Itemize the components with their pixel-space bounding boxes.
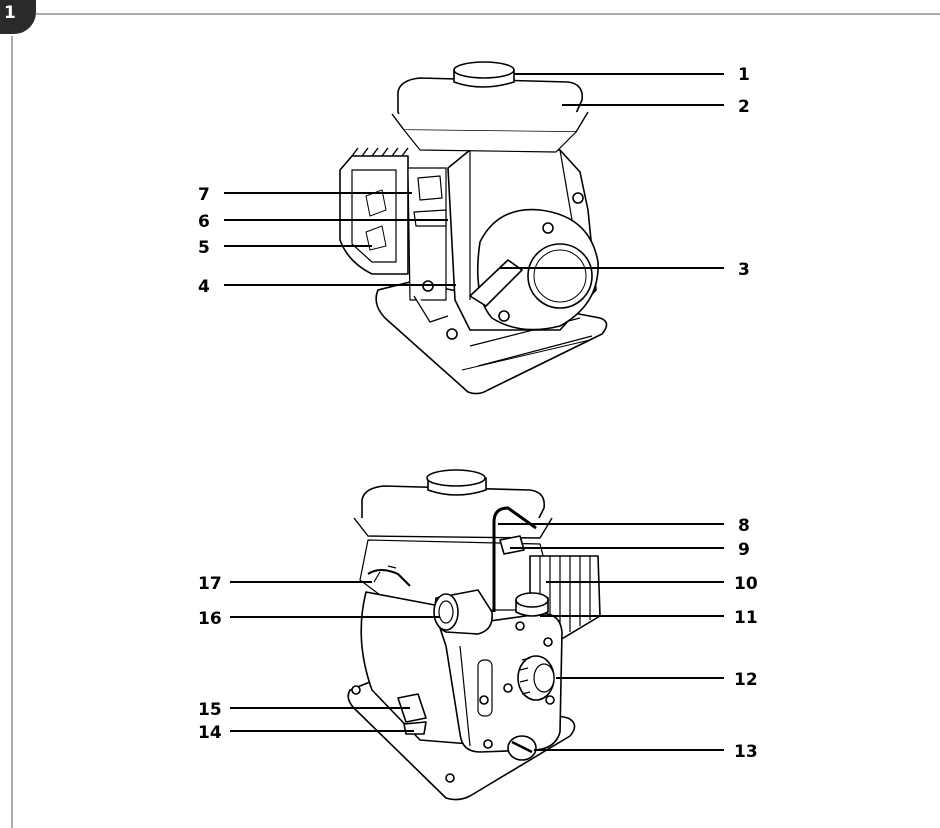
callout-16: 16 <box>198 609 222 629</box>
callout-9: 9 <box>738 540 750 560</box>
callout-2: 2 <box>738 97 750 117</box>
pump-engine-side-illustration <box>339 61 608 395</box>
callout-1: 1 <box>738 65 750 85</box>
callout-11: 11 <box>734 608 758 628</box>
callout-numbers: 1 2 3 7 6 5 4 8 9 10 11 12 13 17 16 15 1… <box>198 65 758 762</box>
callout-3: 3 <box>738 260 750 280</box>
callout-15: 15 <box>198 700 222 720</box>
pump-intake-side-illustration <box>347 469 601 801</box>
callout-13: 13 <box>734 742 758 762</box>
callout-17: 17 <box>198 574 222 594</box>
callout-12: 12 <box>734 670 758 690</box>
callout-5: 5 <box>198 238 210 258</box>
callout-6: 6 <box>198 212 210 232</box>
figure-number: 1 <box>4 3 16 23</box>
callout-7: 7 <box>198 185 210 205</box>
callout-10: 10 <box>734 574 758 594</box>
callout-4: 4 <box>198 277 210 297</box>
leader-lines <box>224 73 724 751</box>
callout-8: 8 <box>738 516 750 536</box>
callout-14: 14 <box>198 723 222 743</box>
